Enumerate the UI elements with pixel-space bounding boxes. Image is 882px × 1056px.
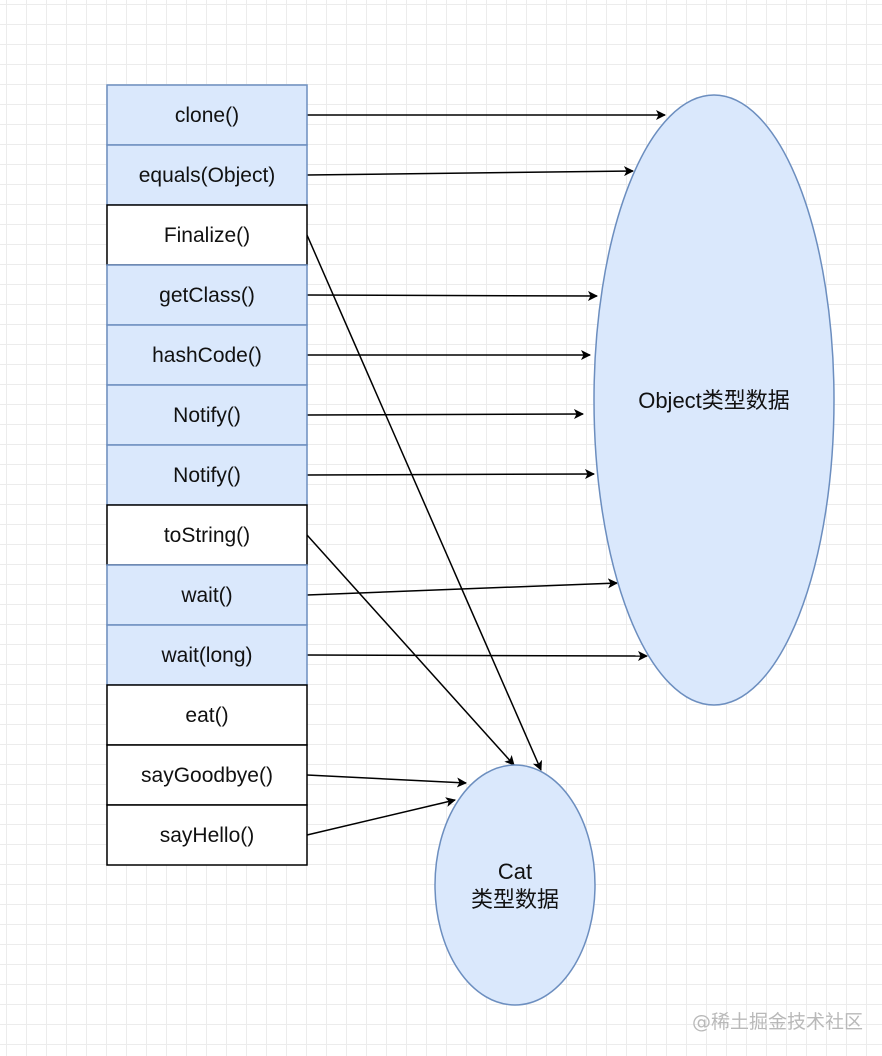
edge-cat [306,797,456,836]
method-row: Finalize() [106,204,308,266]
type-nodes: Object类型数据 Cat 类型数据 [434,94,835,1006]
watermark: @稀土掘金技术社区 [692,1011,864,1033]
cat-ellipse [434,764,596,1006]
method-row: hashCode() [106,324,308,386]
cat-node: Cat 类型数据 [434,764,596,1006]
method-box [106,84,308,146]
method-box [106,804,308,866]
method-label: hashCode() [152,344,262,367]
method-label: Finalize() [164,224,250,247]
method-box [106,444,308,506]
method-row: toString() [106,504,308,566]
cat-label: Cat [498,859,532,884]
method-row: Notify() [106,444,308,506]
object-node: Object类型数据 [593,94,835,706]
method-box [106,504,308,566]
method-row: sayHello() [106,804,308,866]
method-label: Notify() [173,464,241,487]
method-row: clone() [106,84,308,146]
edge-cat [306,534,515,766]
method-row: equals(Object) [106,144,308,206]
method-label: Notify() [173,404,241,427]
method-box [106,564,308,626]
method-label: eat() [185,704,228,727]
object-ellipse [593,94,835,706]
method-label: toString() [164,524,250,547]
method-box [106,684,308,746]
method-box [106,204,308,266]
edges-layer [306,110,666,836]
method-box [106,624,308,686]
method-table: clone() equals(Object) Finalize() getClass(… [106,84,308,866]
method-box [106,264,308,326]
method-row: sayGoodbye() [106,744,308,806]
edge-object [306,166,634,177]
method-label: sayHello() [160,824,255,847]
method-box [106,744,308,806]
edge-object [306,578,618,596]
method-box [106,144,308,206]
method-label: wait(long) [160,644,252,667]
edge-object [306,469,595,480]
method-label: getClass() [159,284,255,307]
edge-object [306,409,584,420]
edge-object [306,650,648,661]
object-label: Object类型数据 [638,388,790,413]
edge-cat [306,774,467,788]
cat-label: 类型数据 [471,887,559,912]
method-label: wait() [180,584,232,607]
method-row: wait() [106,564,308,626]
method-row: getClass() [106,264,308,326]
edge-cat [306,234,542,771]
method-label: sayGoodbye() [141,764,273,787]
method-label: equals(Object) [139,164,276,187]
method-row: Notify() [106,384,308,446]
method-row: eat() [106,684,308,746]
method-label: clone() [175,104,239,127]
method-row: wait(long) [106,624,308,686]
edge-object [306,290,598,301]
